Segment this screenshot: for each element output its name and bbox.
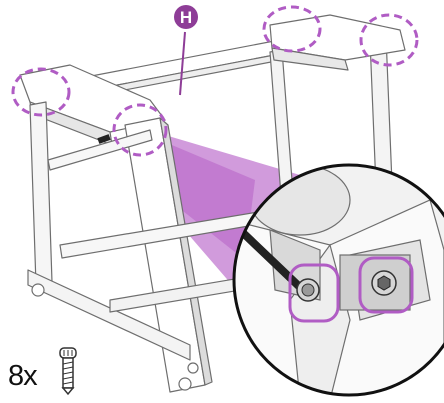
detail-magnified-view xyxy=(232,163,444,397)
screw-highlight-left xyxy=(288,263,340,323)
highlight-circles xyxy=(11,5,419,157)
stand-frame xyxy=(19,14,421,393)
callout-leader-line xyxy=(179,31,186,96)
callout-badge: H xyxy=(174,5,198,29)
hardware-quantity: 8x xyxy=(8,360,38,392)
screw-head-left xyxy=(296,278,320,302)
side-bolt xyxy=(97,134,111,144)
callout-letter: H xyxy=(180,8,192,27)
screw-highlight-right xyxy=(358,256,414,314)
highlight-circle-front-left xyxy=(112,103,168,157)
screw-head-right xyxy=(371,270,397,296)
screw-icon xyxy=(59,347,77,396)
highlight-circle-back-right xyxy=(359,13,419,67)
highlight-circle-left-end xyxy=(11,67,71,117)
highlight-circle-back-left xyxy=(262,5,322,53)
